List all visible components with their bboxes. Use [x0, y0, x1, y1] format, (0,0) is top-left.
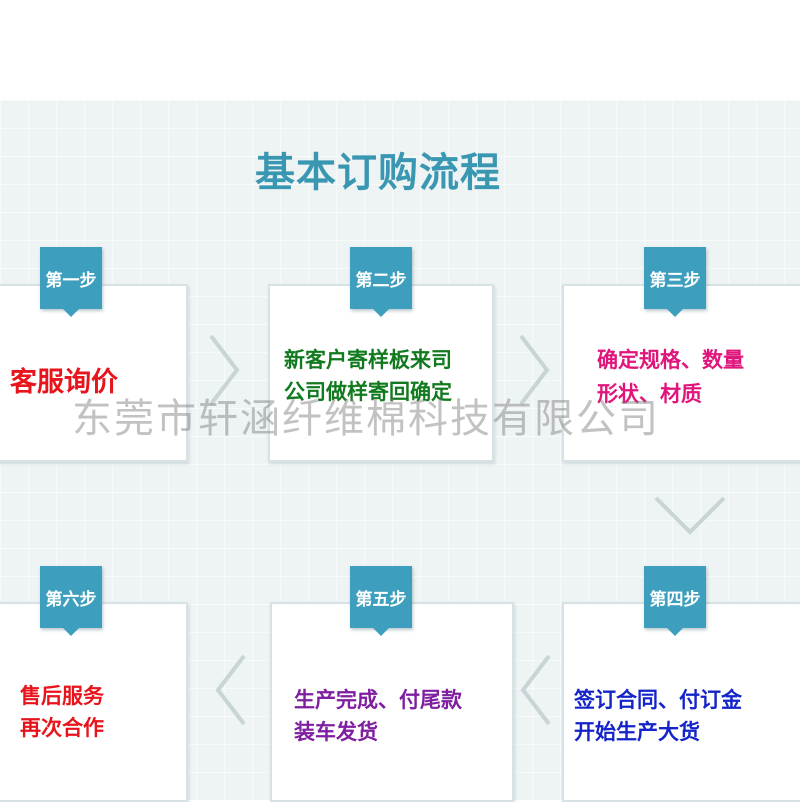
step-1-badge: 第一步 — [40, 247, 102, 317]
step-2-line-1: 新客户寄样板来司 — [284, 348, 452, 372]
company-watermark: 东莞市轩涵纤维棉科技有限公司 — [72, 396, 660, 442]
step-4-line-1: 签订合同、付订金 — [574, 688, 742, 712]
chevron-left-icon — [215, 654, 246, 726]
chevron-right-icon — [519, 334, 550, 406]
step-2-badge: 第二步 — [350, 247, 412, 317]
chevron-right-icon — [209, 334, 240, 406]
step-3-badge: 第三步 — [644, 247, 706, 317]
step-6-badge: 第六步 — [40, 566, 102, 636]
step-4-line-2: 开始生产大货 — [574, 720, 700, 744]
step-5-line-1: 生产完成、付尾款 — [294, 688, 462, 712]
chevron-left-icon — [520, 654, 551, 726]
chevron-down-icon — [654, 496, 726, 535]
step-6-line-1: 售后服务 — [20, 684, 104, 708]
step-1-card — [0, 284, 188, 462]
step-5-badge: 第五步 — [350, 566, 412, 636]
step-5-card — [270, 602, 514, 802]
step-2-card — [268, 284, 494, 462]
step-3-line-1: 确定规格、数量 — [597, 348, 744, 372]
diagram-title: 基本订购流程 — [255, 150, 501, 196]
step-2-line-2: 公司做样寄回确定 — [284, 380, 452, 404]
step-4-badge: 第四步 — [644, 566, 706, 636]
step-5-line-2: 装车发货 — [294, 720, 378, 744]
step-6-line-2: 再次合作 — [20, 716, 104, 740]
step-1-line-1: 客服询价 — [10, 367, 118, 398]
step-3-line-2: 形状、材质 — [597, 382, 702, 406]
